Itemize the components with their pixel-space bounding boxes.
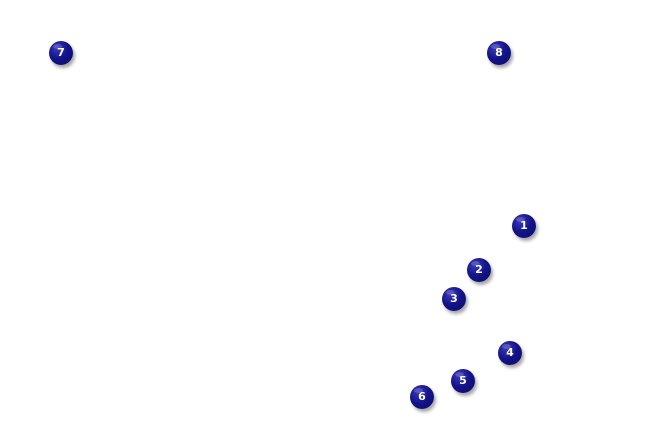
marker-6[interactable]: 6: [410, 385, 434, 409]
marker-1[interactable]: 1: [512, 214, 536, 238]
marker-3[interactable]: 3: [442, 287, 466, 311]
marker-5[interactable]: 5: [451, 369, 475, 393]
marker-7[interactable]: 7: [49, 41, 73, 65]
marker-2[interactable]: 2: [467, 258, 491, 282]
marker-8[interactable]: 8: [487, 41, 511, 65]
marker-4[interactable]: 4: [498, 341, 522, 365]
